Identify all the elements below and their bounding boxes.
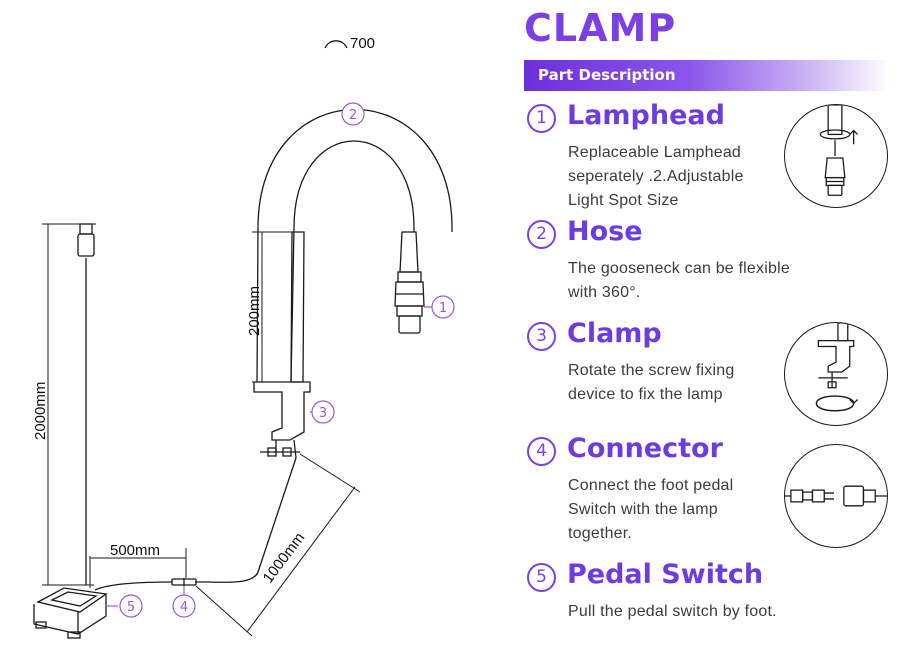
part-number-badge: 3 bbox=[527, 322, 556, 351]
part-number-badge: 1 bbox=[527, 104, 556, 133]
callout-3-badge bbox=[311, 400, 335, 424]
part-description: Pull the pedal switch by foot. bbox=[568, 603, 777, 620]
arc-dimension-label: 700 bbox=[350, 35, 375, 52]
callout-5-badge bbox=[119, 594, 143, 618]
usb-plug-drawing bbox=[77, 223, 95, 257]
part-description: Rotate the screw fixing device to fix th… bbox=[568, 362, 735, 403]
callout-5-number: 5 bbox=[127, 600, 135, 615]
callout-1-number: 1 bbox=[439, 301, 447, 316]
part-heading: Lamphead bbox=[567, 100, 725, 131]
cable-length-label: 1000mm bbox=[260, 530, 309, 587]
part-heading: Hose bbox=[567, 216, 643, 247]
hose-outline-outer bbox=[256, 109, 453, 383]
part-number-badge: 5 bbox=[527, 563, 556, 592]
callout-2-badge bbox=[341, 102, 365, 126]
callout-2-number: 2 bbox=[349, 108, 357, 123]
part-number-badge: 2 bbox=[527, 220, 556, 249]
part-description: The gooseneck can be flexible with 360°. bbox=[568, 260, 790, 301]
page-title: CLAMP bbox=[524, 6, 677, 50]
callout-4-badge bbox=[172, 594, 196, 618]
section-header: Part Description bbox=[524, 60, 890, 91]
callout-4-number: 4 bbox=[180, 600, 188, 615]
pedal-drawing bbox=[33, 587, 108, 639]
cable-clamp-to-connector bbox=[195, 439, 297, 583]
clamp-detail-icon bbox=[784, 322, 888, 426]
callout-3-number: 3 bbox=[319, 406, 327, 421]
cable-connector-to-pedal bbox=[94, 581, 173, 591]
part-heading: Connector bbox=[567, 433, 723, 464]
part-description: Connect the foot pedal Switch with the l… bbox=[568, 477, 734, 542]
hose-outline-inner bbox=[290, 140, 415, 383]
cable-height-label: 2000mm bbox=[32, 382, 49, 440]
arc-dimension-symbol bbox=[324, 40, 348, 49]
product-diagram: 700 200mm 2000mm 500mm 1000mm 1 2 3 4 5 bbox=[32, 35, 455, 639]
lamphead-drawing bbox=[394, 271, 425, 334]
callout-1-badge bbox=[431, 295, 455, 319]
pedal-offset-label: 500mm bbox=[110, 542, 160, 559]
part-heading: Clamp bbox=[567, 318, 662, 349]
lamphead-detail-icon bbox=[784, 104, 888, 208]
part-description: Replaceable Lamphead seperately .2.Adjus… bbox=[568, 144, 744, 209]
clamp-drawing bbox=[253, 381, 311, 457]
part-heading: Pedal Switch bbox=[567, 559, 764, 590]
section-header-label: Part Description bbox=[538, 66, 676, 84]
connector-detail-icon bbox=[784, 444, 888, 548]
lamp-neck bbox=[399, 231, 419, 273]
connector-drawing bbox=[171, 578, 197, 586]
part-number-badge: 4 bbox=[527, 437, 556, 466]
hose-dimension-label: 200mm bbox=[246, 286, 263, 336]
